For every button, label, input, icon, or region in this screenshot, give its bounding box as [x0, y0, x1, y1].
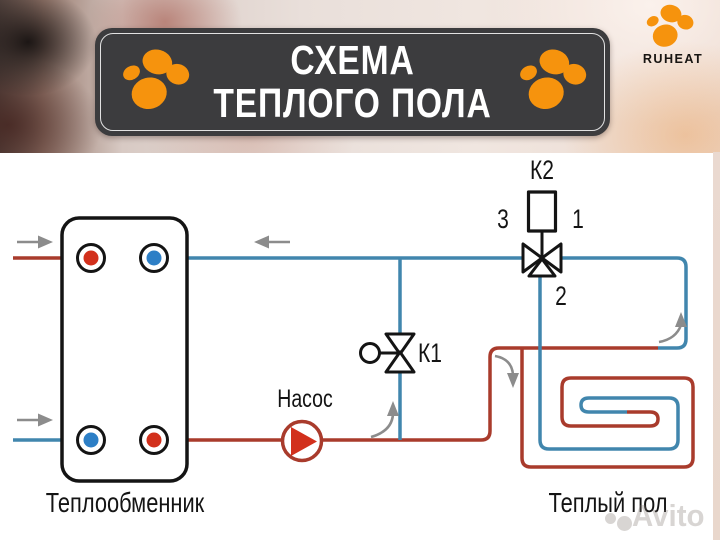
arrow-curved-floor-outlet-icon	[658, 312, 687, 344]
valve-k1-bottom-triangle	[384, 350, 416, 374]
brand-logo-text: RUHEAT	[642, 51, 704, 66]
k2-port-3-label: 3	[497, 204, 509, 234]
watermark-dot-icon	[617, 516, 632, 531]
valve-k1-label: К1	[418, 338, 442, 368]
heat-exchanger-label: Теплообменник	[45, 487, 205, 518]
arrow-right-top-icon	[17, 235, 53, 249]
heat-exchanger-body	[60, 216, 189, 483]
heat-exchanger-symbol	[60, 216, 189, 483]
secondary-return-pipe	[154, 256, 688, 350]
background-right-strip	[713, 152, 720, 540]
floor-loop-supply-spiral	[520, 348, 695, 469]
valve-k1-handle	[359, 342, 381, 364]
valve-k2-actuator-box	[526, 190, 558, 233]
banner-border	[100, 33, 605, 131]
port-bottom-left-blue	[76, 425, 106, 455]
watermark-dot-icon	[605, 513, 616, 524]
arrow-left-return-icon	[254, 235, 290, 249]
valve-k1-top-triangle	[384, 332, 416, 356]
pump-symbol	[280, 419, 324, 463]
flow-arrows	[17, 235, 687, 439]
valve-k2-symbol	[521, 190, 563, 278]
floor-loop-return-spiral	[538, 277, 680, 451]
arrow-curved-floor-inlet-icon	[494, 354, 519, 388]
valve-k2-right-triangle	[540, 242, 563, 274]
secondary-supply-pipe	[154, 346, 658, 442]
valve-k2-label: К2	[530, 155, 554, 185]
port-top-right-blue	[139, 243, 169, 273]
port-top-left-red	[76, 243, 106, 273]
valve-k2-left-triangle	[521, 242, 544, 274]
pump-label: Насос	[277, 385, 333, 413]
banner-title: СХЕМА ТЕПЛОГО ПОЛА	[141, 28, 563, 136]
k2-port-1-label: 1	[572, 204, 584, 234]
pipe-return-blue	[13, 256, 688, 451]
arrow-curved-bypass-icon	[370, 401, 399, 439]
watermark-text: Avito	[632, 498, 705, 533]
banner-title-line1: СХЕМА	[290, 37, 415, 83]
header-banner: СХЕМА ТЕПЛОГО ПОЛА	[95, 28, 610, 136]
k2-port-2-label: 2	[555, 281, 567, 311]
valve-k2-bottom-triangle	[527, 257, 557, 278]
banner-title-line2: ТЕПЛОГО ПОЛА	[213, 80, 492, 126]
floor-circuit-label: Теплый пол	[548, 487, 668, 518]
valve-k1-symbol	[359, 332, 416, 374]
arrow-right-bottom-icon	[17, 413, 53, 427]
port-bottom-right-red	[139, 425, 169, 455]
watermark: Avito	[604, 498, 708, 534]
pump-impeller-triangle	[291, 427, 317, 456]
